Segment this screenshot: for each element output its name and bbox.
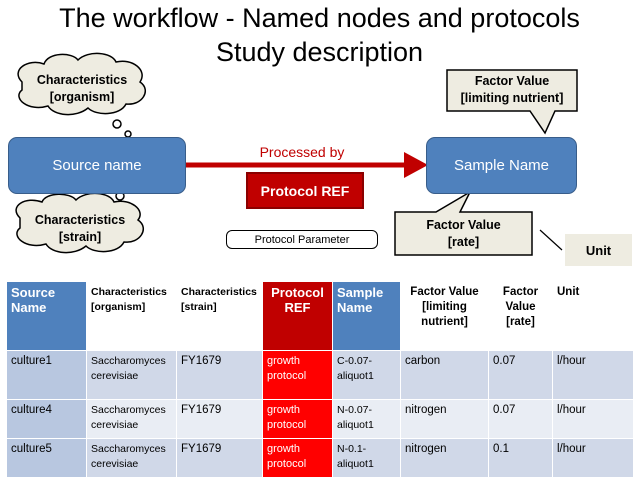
cell-source-name: culture4 — [6, 399, 87, 439]
sample-name-node[interactable]: Sample Name — [426, 137, 577, 194]
cell-limiting-nutrient: nitrogen — [400, 399, 489, 439]
callout-rate-label: Factor Value[rate] — [426, 218, 501, 249]
slide-title: The workflow - Named nodes and protocols — [59, 3, 580, 33]
header-factor-rate: Factor Value [rate] — [488, 281, 553, 351]
cell-source-name: culture1 — [6, 350, 87, 400]
source-name-node[interactable]: Source name — [8, 137, 186, 194]
cell-sample-name: C-0.07-aliquot1 — [332, 350, 401, 400]
table-row: culture5 Saccharomyces cerevisiae FY1679… — [6, 438, 634, 478]
cloud-strain-label: Characteristics[strain] — [34, 213, 126, 244]
header-source-name: Source Name — [6, 281, 87, 351]
protocol-ref-box[interactable]: Protocol REF — [246, 172, 364, 209]
cell-limiting-nutrient: nitrogen — [400, 438, 489, 478]
cell-unit: l/hour — [552, 438, 634, 478]
header-sample-name: Sample Name — [332, 281, 401, 351]
cell-rate: 0.1 — [488, 438, 553, 478]
cell-sample-name: N-0.07-aliquot1 — [332, 399, 401, 439]
cell-rate: 0.07 — [488, 399, 553, 439]
cell-unit: l/hour — [552, 399, 634, 439]
cell-strain: FY1679 — [176, 399, 263, 439]
cell-source-name: culture5 — [6, 438, 87, 478]
cell-organism: Saccharomyces cerevisiae — [86, 438, 177, 478]
cell-organism: Saccharomyces cerevisiae — [86, 399, 177, 439]
study-table: Source Name Characteristics [organism] C… — [6, 281, 634, 478]
cell-organism: Saccharomyces cerevisiae — [86, 350, 177, 400]
cell-protocol-ref: growth protocol — [262, 399, 333, 439]
callout-limiting-nutrient-shape — [446, 69, 578, 135]
unit-box: Unit — [565, 234, 632, 266]
callout-rate-shape — [394, 190, 533, 256]
header-characteristics-strain: Characteristics [strain] — [176, 281, 263, 351]
slide-subtitle: Study description — [215, 37, 424, 67]
table-row: culture1 Saccharomyces cerevisiae FY1679… — [6, 350, 634, 400]
header-factor-limiting-nutrient: Factor Value [limiting nutrient] — [400, 281, 489, 351]
cell-limiting-nutrient: carbon — [400, 350, 489, 400]
table-header-row: Source Name Characteristics [organism] C… — [6, 281, 634, 351]
protocol-parameter-box[interactable]: Protocol Parameter — [226, 230, 378, 249]
processed-arrow-head — [404, 152, 428, 178]
cell-protocol-ref: growth protocol — [262, 350, 333, 400]
cell-unit: l/hour — [552, 350, 634, 400]
callout-limiting-nutrient-label: Factor Value[limiting nutrient] — [460, 74, 564, 105]
table-row: culture4 Saccharomyces cerevisiae FY1679… — [6, 399, 634, 439]
header-characteristics-organism: Characteristics [organism] — [86, 281, 177, 351]
cell-sample-name: N-0.1-aliquot1 — [332, 438, 401, 478]
header-protocol-ref: Protocol REF — [262, 281, 333, 351]
header-unit: Unit — [552, 281, 634, 351]
cell-strain: FY1679 — [176, 438, 263, 478]
cell-strain: FY1679 — [176, 350, 263, 400]
cloud-organism-shape — [17, 52, 146, 146]
processed-by-label: Processed by — [259, 144, 345, 160]
cloud-organism-label: Characteristics[organism] — [36, 73, 128, 104]
cell-rate: 0.07 — [488, 350, 553, 400]
cell-protocol-ref: growth protocol — [262, 438, 333, 478]
unit-connector — [539, 229, 563, 251]
